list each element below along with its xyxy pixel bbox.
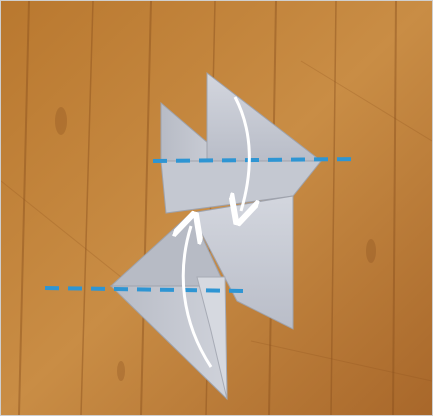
origami-photo [0,0,433,416]
origami-scene [1,1,432,415]
